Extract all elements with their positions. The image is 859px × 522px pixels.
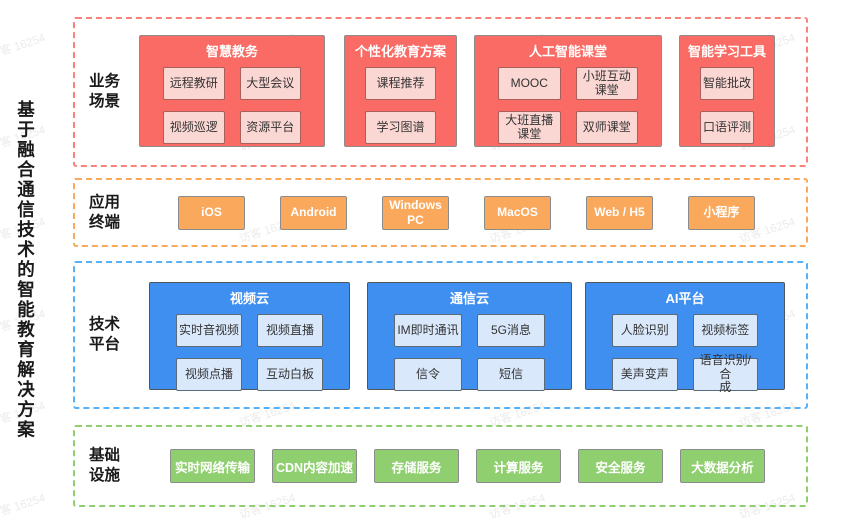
infra-box-bigdata: 大数据分析 [680, 449, 765, 483]
terminal-box-macos: MacOS [484, 195, 551, 230]
group-smart-learning-tools: 智能学习工具 智能批改 口语评测 [679, 35, 775, 147]
group-title: 视频云 [229, 291, 269, 306]
terminal-box-windows-pc: Windows PC [382, 195, 449, 230]
group-title: 通信云 [449, 291, 489, 306]
terminal-row: iOS Android Windows PC MacOS Web / H5 小程… [178, 195, 755, 230]
group-title: 智能学习工具 [687, 44, 766, 59]
section-business-scenarios: 业务 场景 智慧教务 远程教研 大型会议 视频巡逻 资源平台 个性化教育方案 课… [73, 17, 808, 167]
item-box: 短信 [477, 358, 545, 391]
item-box: 双师课堂 [575, 111, 638, 144]
infra-box-cdn: CDN内容加速 [272, 449, 357, 483]
item-box: 学习图谱 [365, 111, 436, 144]
item-box: 远程教研 [163, 67, 225, 100]
group-title: 个性化教育方案 [354, 44, 446, 59]
item-box: 5G消息 [477, 314, 545, 347]
item-box: 视频点播 [176, 358, 242, 391]
section-label-business: 业务 场景 [89, 72, 121, 110]
infra-box-realtime-network: 实时网络传输 [170, 449, 255, 483]
item-box: 小班互动 课堂 [575, 67, 638, 100]
item-box: IM即时通讯 [394, 314, 462, 347]
group-ai-classroom: 人工智能课堂 MOOC 小班互动 课堂 大班直播 课堂 双师课堂 [474, 35, 662, 147]
section-infrastructure: 基础 设施 实时网络传输 CDN内容加速 存储服务 计算服务 安全服务 大数据分… [73, 425, 808, 507]
terminal-box-ios: iOS [178, 195, 245, 230]
terminal-box-android: Android [280, 195, 347, 230]
item-box: 互动白板 [257, 358, 323, 391]
item-box: 口语评测 [700, 111, 754, 144]
item-box: 信令 [394, 358, 462, 391]
item-box: 视频巡逻 [163, 111, 225, 144]
group-title: 智慧教务 [205, 44, 258, 59]
item-box: 视频直播 [257, 314, 323, 347]
terminal-box-web-h5: Web / H5 [586, 195, 653, 230]
item-box: 大班直播 课堂 [498, 111, 561, 144]
item-box: 实时音视频 [176, 314, 242, 347]
group-smart-edu-admin: 智慧教务 远程教研 大型会议 视频巡逻 资源平台 [139, 35, 325, 147]
section-tech-platform: 技术 平台 视频云 实时音视频 视频直播 视频点播 互动白板 通信云 IM即时通… [73, 261, 808, 409]
item-box: 语音识别/合 成 [692, 353, 758, 394]
diagram-title: 基于融合通信技术的智能教育解决方案 [15, 100, 36, 440]
item-box: 大型会议 [239, 67, 301, 100]
item-box: 美声变声 [612, 358, 678, 391]
item-box: 视频标签 [692, 314, 758, 347]
group-personalized-edu-plan: 个性化教育方案 课程推荐 学习图谱 [344, 35, 457, 147]
infra-box-security: 安全服务 [578, 449, 663, 483]
infra-box-compute: 计算服务 [476, 449, 561, 483]
item-box: MOOC [498, 67, 561, 100]
item-box: 课程推荐 [365, 67, 436, 100]
section-app-terminals: 应用 终端 iOS Android Windows PC MacOS Web /… [73, 178, 808, 247]
group-title: AI平台 [665, 291, 705, 306]
group-video-cloud: 视频云 实时音视频 视频直播 视频点播 互动白板 [149, 282, 350, 391]
infrastructure-row: 实时网络传输 CDN内容加速 存储服务 计算服务 安全服务 大数据分析 [170, 449, 765, 483]
item-box: 智能批改 [700, 67, 754, 100]
section-label-terminal: 应用 终端 [89, 193, 121, 231]
section-label-infra: 基础 设施 [89, 446, 121, 484]
item-box: 人脸识别 [612, 314, 678, 347]
infra-box-storage: 存储服务 [374, 449, 459, 483]
terminal-box-mini-program: 小程序 [688, 195, 755, 230]
item-box: 资源平台 [239, 111, 301, 144]
group-ai-platform: AI平台 人脸识别 视频标签 美声变声 语音识别/合 成 [585, 282, 785, 394]
group-communication-cloud: 通信云 IM即时通讯 5G消息 信令 短信 [367, 282, 572, 391]
section-label-tech: 技术 平台 [89, 315, 121, 353]
group-title: 人工智能课堂 [528, 44, 607, 59]
